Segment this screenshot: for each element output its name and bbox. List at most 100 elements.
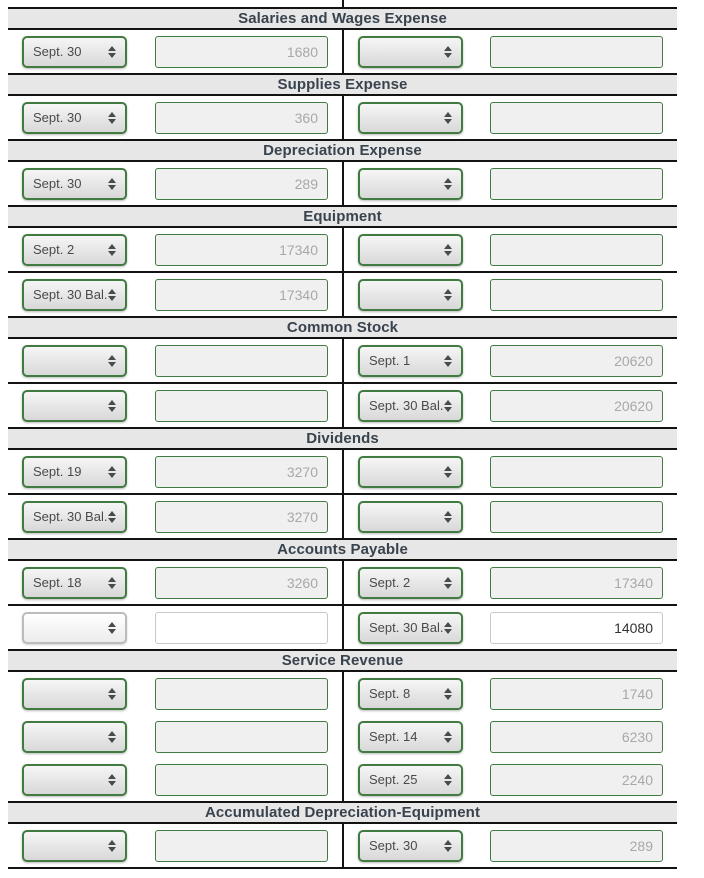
updown-arrow-icon [108, 399, 116, 412]
down-triangle-icon [444, 52, 452, 58]
down-triangle-icon [108, 295, 116, 301]
up-triangle-icon [108, 687, 116, 693]
credit-cell: Sept. 30 Bal. [342, 606, 677, 649]
up-triangle-icon [444, 773, 452, 779]
up-triangle-icon [444, 510, 452, 516]
balance-rule [8, 604, 677, 606]
up-triangle-icon [444, 839, 452, 845]
debit-date-select: Sept. 30 [22, 35, 127, 68]
debit-cell: Sept. 30 Bal. [8, 495, 342, 538]
credit-date-select [358, 35, 463, 68]
credit-amount-input [490, 677, 663, 710]
worksheet-bottom-border [8, 867, 677, 869]
date-select-value: Sept. 2 [369, 575, 411, 590]
updown-arrow-icon [108, 45, 116, 58]
ledger-row: Sept. 1 [8, 339, 677, 382]
credit-date-select: Sept. 30 [358, 829, 463, 862]
up-triangle-icon [444, 177, 452, 183]
debit-date-select: Sept. 19 [22, 455, 127, 488]
down-triangle-icon [108, 52, 116, 58]
updown-arrow-icon [108, 839, 116, 852]
ledger-row: Sept. 30 Bal. [8, 606, 677, 649]
down-triangle-icon [108, 583, 116, 589]
debit-cell [8, 824, 342, 867]
credit-amount-input [490, 101, 663, 134]
debit-amount-input [155, 455, 328, 488]
account-title: Salaries and Wages Expense [8, 7, 677, 30]
updown-arrow-icon [444, 177, 452, 190]
credit-cell [342, 162, 677, 205]
date-select-value: Sept. 30 [369, 838, 418, 853]
up-triangle-icon [108, 465, 116, 471]
credit-cell: Sept. 2 [342, 561, 677, 604]
updown-arrow-icon [444, 465, 452, 478]
debit-amount-input [155, 677, 328, 710]
down-triangle-icon [108, 250, 116, 256]
debit-cell: Sept. 2 [8, 228, 342, 271]
debit-amount-input[interactable] [155, 611, 328, 644]
debit-amount-input [155, 278, 328, 311]
debit-date-select [22, 344, 127, 377]
updown-arrow-icon [444, 730, 452, 743]
debit-amount-input [155, 720, 328, 753]
debit-cell: Sept. 19 [8, 450, 342, 493]
date-select-value: Sept. 30 [33, 176, 82, 191]
up-triangle-icon [444, 354, 452, 360]
debit-cell [8, 715, 342, 758]
account-title: Depreciation Expense [8, 139, 677, 162]
up-triangle-icon [444, 687, 452, 693]
updown-arrow-icon [108, 510, 116, 523]
updown-arrow-icon [444, 510, 452, 523]
ledger-row: Sept. 19 [8, 450, 677, 493]
debit-cell: Sept. 30 Bal. [8, 273, 342, 316]
updown-arrow-icon [444, 111, 452, 124]
credit-amount-input [490, 500, 663, 533]
credit-date-select [358, 500, 463, 533]
debit-cell: Sept. 30 [8, 96, 342, 139]
up-triangle-icon [444, 621, 452, 627]
up-triangle-icon [108, 243, 116, 249]
date-select-value: Sept. 19 [33, 464, 82, 479]
credit-cell: Sept. 30 Bal. [342, 384, 677, 427]
debit-amount-input [155, 233, 328, 266]
date-select-value: Sept. 30 Bal. [33, 287, 108, 302]
up-triangle-icon [444, 111, 452, 117]
down-triangle-icon [108, 184, 116, 190]
down-triangle-icon [444, 406, 452, 412]
down-triangle-icon [444, 628, 452, 634]
date-select-value: Sept. 30 [33, 44, 82, 59]
updown-arrow-icon [108, 177, 116, 190]
credit-cell: Sept. 30 [342, 824, 677, 867]
credit-cell [342, 495, 677, 538]
ledger-row: Sept. 18 Sept. 2 [8, 561, 677, 604]
down-triangle-icon [108, 361, 116, 367]
debit-amount-input [155, 167, 328, 200]
down-triangle-icon [444, 737, 452, 743]
credit-date-select: Sept. 8 [358, 677, 463, 710]
credit-date-select [358, 278, 463, 311]
account-title: Service Revenue [8, 649, 677, 672]
credit-amount-input[interactable] [490, 611, 663, 644]
debit-date-select[interactable] [22, 611, 127, 644]
debit-amount-input [155, 763, 328, 796]
up-triangle-icon [108, 730, 116, 736]
debit-cell [8, 758, 342, 801]
credit-cell [342, 273, 677, 316]
debit-date-select: Sept. 18 [22, 566, 127, 599]
updown-arrow-icon [108, 687, 116, 700]
date-select-value: Sept. 30 [33, 110, 82, 125]
down-triangle-icon [444, 295, 452, 301]
account-title: Common Stock [8, 316, 677, 339]
down-triangle-icon [444, 250, 452, 256]
ledger-row: Sept. 2 [8, 228, 677, 271]
up-triangle-icon [108, 399, 116, 405]
down-triangle-icon [444, 846, 452, 852]
credit-amount-input [490, 233, 663, 266]
updown-arrow-icon [108, 730, 116, 743]
ledger-row: Sept. 30 [8, 824, 677, 867]
debit-date-select: Sept. 30 Bal. [22, 278, 127, 311]
